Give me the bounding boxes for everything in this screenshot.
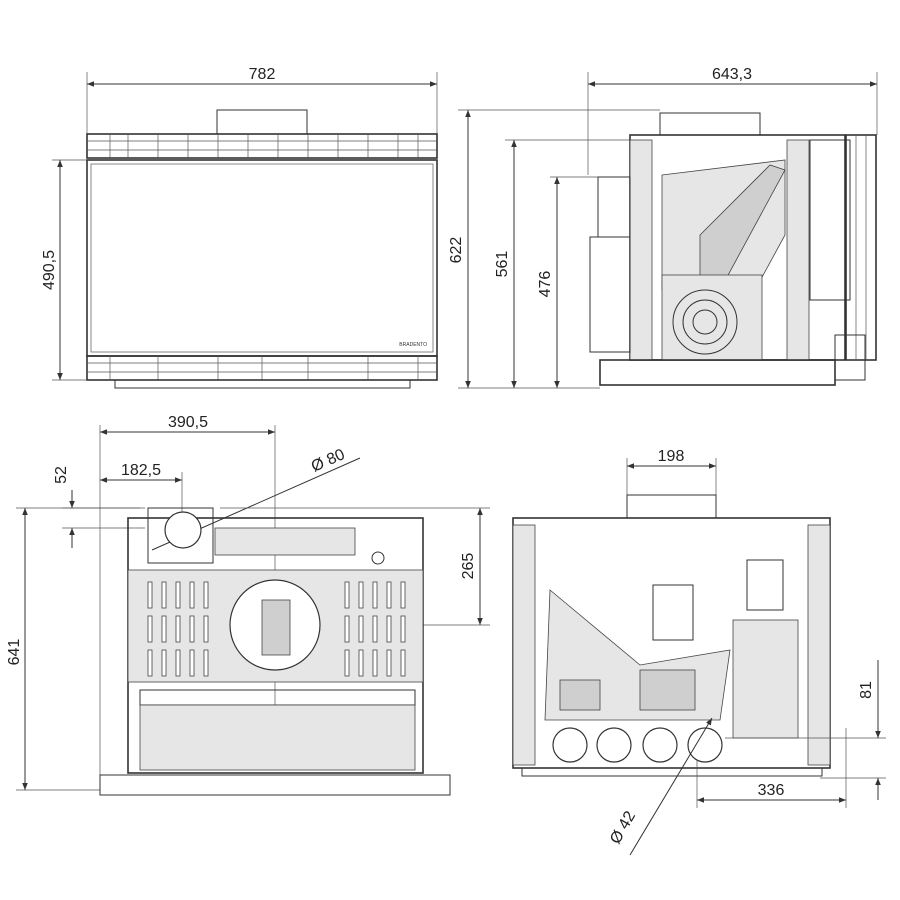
side-depth-label: 643,3 [712,66,752,83]
front-glass-height-label: 490,5 [41,250,58,290]
rear-air-diameter-label: Ø 42 [607,808,639,847]
rear-spacing-label: 198 [658,448,685,465]
top-flue-edge-label: 52 [53,466,70,484]
top-view: 390,5 182,5 Ø 80 52 641 265 [6,414,490,796]
brand-mark: BRADENTO [399,342,427,348]
front-width-label: 782 [249,66,276,83]
side-view: 643,3 622 561 476 [448,66,878,389]
top-flue-diameter-label: Ø 80 [309,446,348,476]
top-axis-label: 265 [460,553,477,580]
rear-air-offset-label: 336 [758,782,785,799]
rear-view: 198 Ø 42 81 336 [512,448,886,856]
top-depth-label: 641 [6,639,23,666]
top-offset-center-label: 390,5 [168,414,208,431]
rear-air-height-label: 81 [858,681,875,699]
side-height-body-label: 561 [494,251,511,278]
side-height-total-label: 622 [448,237,465,264]
side-height-outlet-label: 476 [537,271,554,298]
front-view: 782 BRADENTO [41,66,438,389]
top-offset-flue-label: 182,5 [121,462,161,479]
